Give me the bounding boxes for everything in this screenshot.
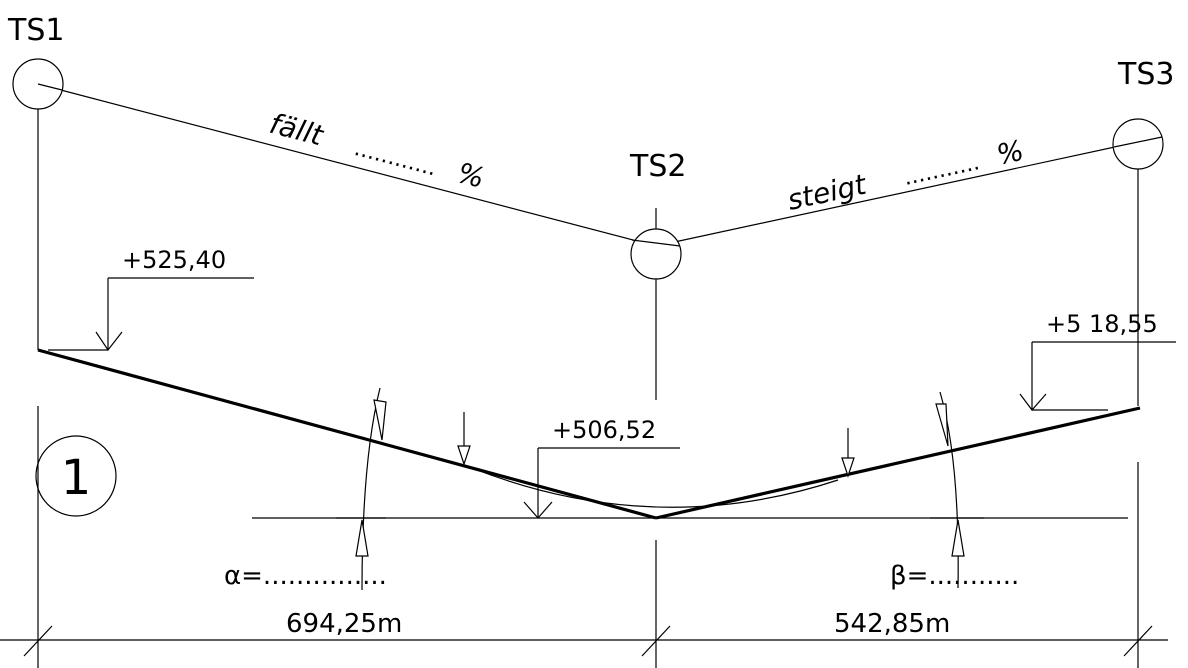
vertical-curve [471,467,839,508]
slope-right-unit: % [994,134,1027,172]
tangent-left-arrow-icon [457,445,471,466]
slope-left-group: fällt ............ % [266,107,488,195]
plan-line-left [37,83,657,247]
alpha-arrow-bottom-icon [355,519,369,557]
distance-right-label: 542,85m [834,609,950,639]
elev-middle-arrow-icon [523,501,553,519]
gradient-line-left [37,348,657,520]
beta-label: β=........... [890,561,1019,591]
figure-number: 1 [61,450,92,506]
ts1-circle-line [37,83,63,91]
beta-arrow-top-icon [935,403,949,447]
ts1-label: TS1 [7,13,64,48]
elevation-left-label: +525,40 [122,246,226,274]
plan-line-right [655,141,1139,247]
elevation-middle-label: +506,52 [552,416,656,444]
alpha-arrow-top-icon [373,399,387,441]
figure-number-circle [35,435,117,517]
dim-tick-ts3 [1123,625,1153,657]
slope-right-group: steigt ........... % [785,134,1027,217]
slope-left-unit: % [454,156,488,195]
dim-tick-ts1 [23,625,53,657]
alpha-label: α=............... [224,561,387,591]
distance-left-label: 694,25m [286,609,402,639]
gradient-line-right [655,406,1141,520]
station-circle-ts3 [1112,118,1164,170]
ts3-circle-line [1113,136,1163,148]
beta-arrow-bottom-icon [951,519,965,557]
elev-right-arrow-icon [1019,393,1047,411]
tangent-right-arrow-icon [841,457,855,478]
slope-left-dots: ............ [352,136,440,181]
ts2-circle-line [631,239,681,247]
elevation-right-label: +5 18,55 [1046,310,1158,338]
dim-tick-ts2 [641,625,671,657]
station-circle-ts2 [630,228,682,280]
elev-left-arrow-icon [95,331,123,352]
ts3-label: TS3 [1117,57,1174,92]
ts2-label: TS2 [629,149,686,184]
